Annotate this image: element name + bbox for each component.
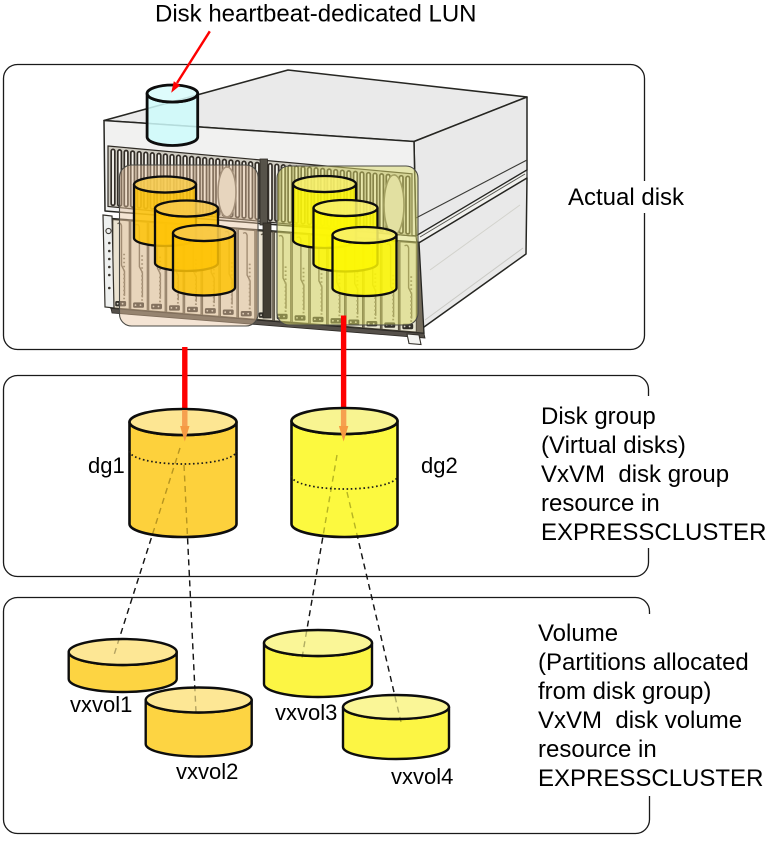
svg-text:from disk group): from disk group) [538, 678, 711, 705]
svg-text:Disk heartbeat-dedicated LUN: Disk heartbeat-dedicated LUN [155, 1, 477, 28]
svg-text:Volume: Volume [538, 620, 618, 647]
svg-text:vxvol4: vxvol4 [391, 764, 453, 789]
svg-text:VxVM disk group: VxVM disk group [541, 461, 729, 488]
svg-text:vxvol1: vxvol1 [70, 692, 132, 717]
svg-text:dg1: dg1 [88, 453, 125, 478]
svg-text:VxVM disk volume: VxVM disk volume [538, 707, 742, 734]
svg-text:EXPRESSCLUSTER: EXPRESSCLUSTER [538, 765, 763, 792]
svg-text:Actual disk: Actual disk [568, 184, 685, 211]
svg-text:resource in: resource in [541, 490, 660, 517]
svg-text:resource in: resource in [538, 736, 657, 763]
svg-text:vxvol3: vxvol3 [275, 700, 337, 725]
svg-text:vxvol2: vxvol2 [176, 759, 238, 784]
svg-text:(Virtual disks): (Virtual disks) [541, 432, 686, 459]
svg-text:Disk group: Disk group [541, 403, 656, 430]
svg-text:(Partitions allocated: (Partitions allocated [538, 649, 749, 676]
svg-text:EXPRESSCLUSTER: EXPRESSCLUSTER [541, 519, 766, 546]
svg-text:dg2: dg2 [421, 453, 458, 478]
